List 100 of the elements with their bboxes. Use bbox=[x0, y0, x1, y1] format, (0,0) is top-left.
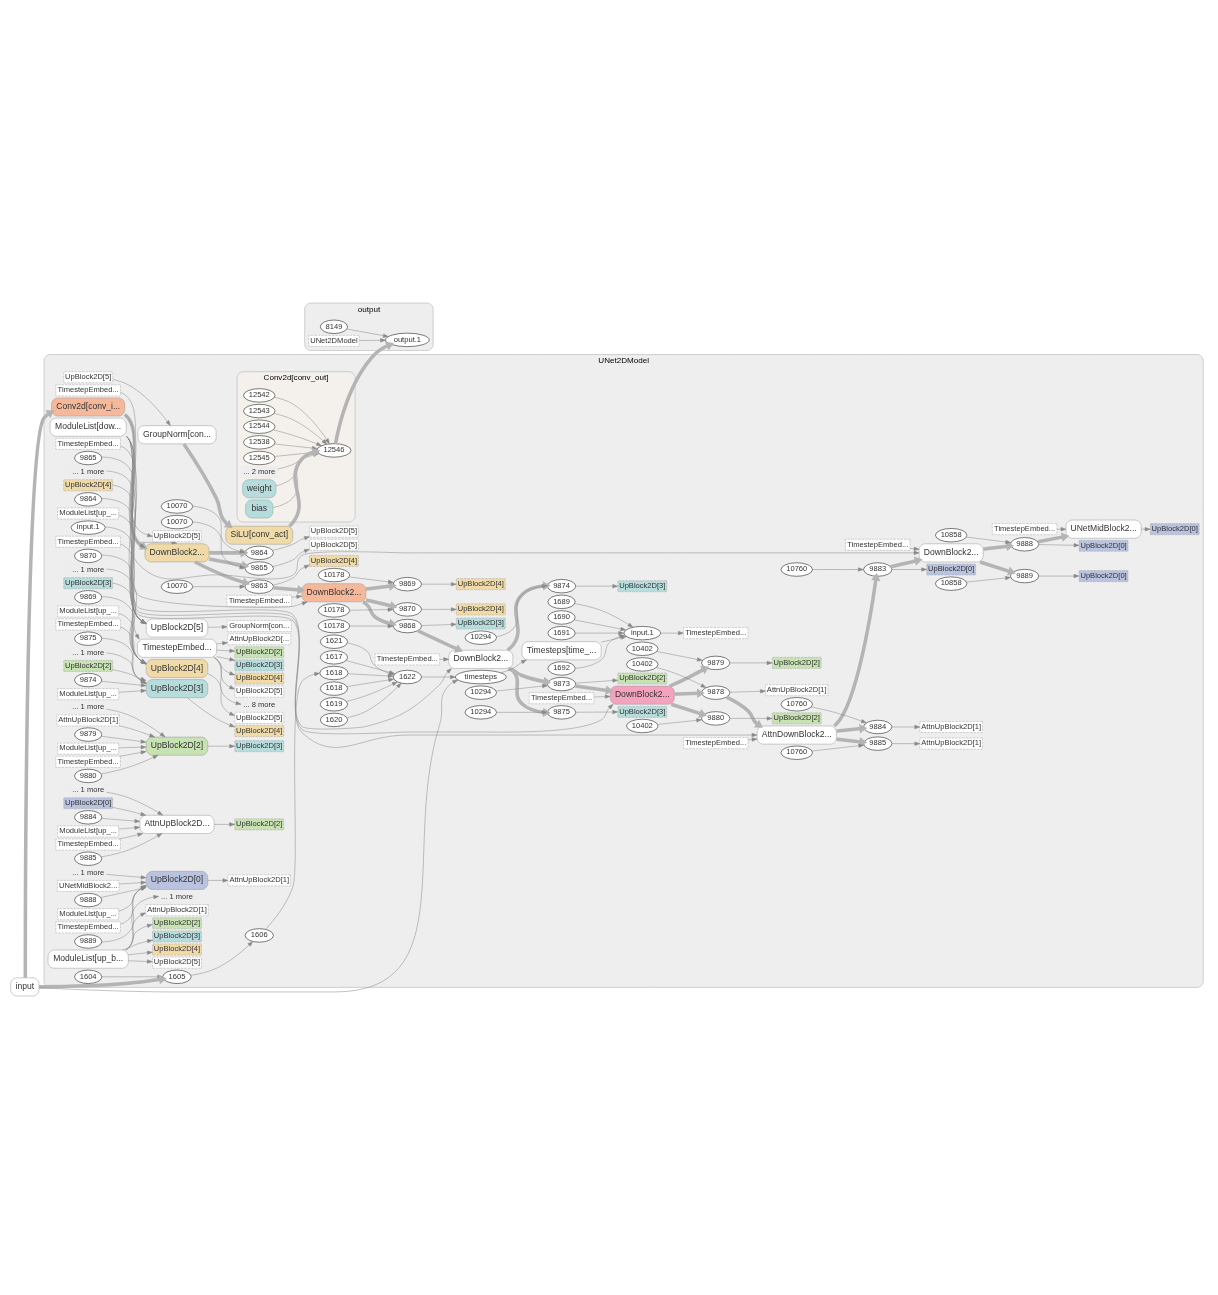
arrow bbox=[118, 880, 147, 885]
arrow bbox=[496, 584, 548, 637]
arrow bbox=[836, 737, 868, 747]
arrow bbox=[365, 598, 398, 611]
arrow bbox=[657, 718, 702, 725]
arrow bbox=[101, 736, 147, 744]
arrow bbox=[656, 667, 707, 688]
arrow bbox=[187, 697, 235, 728]
arrow bbox=[207, 878, 229, 883]
node-box: DownBlock2... bbox=[610, 685, 675, 705]
arrow bbox=[909, 546, 920, 551]
arrow bbox=[112, 484, 147, 624]
arrow bbox=[1038, 574, 1080, 579]
arrow bbox=[272, 549, 310, 567]
node-box: UpBlock2D[3] bbox=[145, 679, 209, 698]
arrow bbox=[216, 641, 228, 646]
arrow bbox=[333, 341, 394, 444]
arrow bbox=[674, 688, 705, 698]
arrow bbox=[421, 582, 457, 587]
arrow bbox=[106, 470, 147, 624]
arrow bbox=[208, 557, 250, 570]
arrow bbox=[23, 410, 55, 978]
arrow bbox=[122, 939, 153, 951]
arrow bbox=[118, 688, 147, 693]
arrow bbox=[101, 554, 147, 665]
node-box: SiLU[conv_act] bbox=[225, 525, 294, 545]
arrow bbox=[125, 923, 153, 951]
arrow bbox=[272, 536, 310, 551]
arrow bbox=[747, 737, 758, 742]
arrow bbox=[265, 672, 320, 930]
arrow bbox=[194, 560, 251, 587]
arrow bbox=[118, 886, 147, 912]
arrow bbox=[101, 681, 147, 688]
arrow bbox=[421, 622, 457, 627]
arrow bbox=[349, 624, 394, 629]
arrow bbox=[120, 543, 147, 665]
arrow bbox=[274, 397, 330, 444]
arrow bbox=[891, 567, 927, 572]
arrow bbox=[214, 657, 242, 706]
arrow bbox=[421, 675, 456, 680]
arrow bbox=[192, 521, 246, 569]
arrow bbox=[101, 456, 147, 624]
arrow bbox=[417, 629, 463, 653]
arrow bbox=[101, 596, 147, 664]
node-box: ModuleList[up_b... bbox=[47, 949, 129, 969]
arrow bbox=[1056, 527, 1067, 532]
arrow bbox=[101, 755, 159, 775]
arrow bbox=[128, 950, 153, 956]
arrow bbox=[983, 541, 1014, 552]
arrow bbox=[593, 694, 611, 699]
node-box: UpBlock2D[0] bbox=[145, 871, 209, 890]
arrow bbox=[216, 656, 235, 662]
arrow bbox=[101, 833, 163, 858]
arrow bbox=[575, 584, 618, 589]
arrow bbox=[209, 548, 249, 558]
node-box: ModuleList[dow... bbox=[49, 417, 127, 437]
arrow bbox=[192, 584, 246, 589]
arrow bbox=[575, 631, 624, 636]
arrow bbox=[348, 673, 394, 678]
arrow bbox=[421, 607, 457, 612]
arrow bbox=[575, 684, 614, 695]
arrow bbox=[273, 585, 306, 595]
arrow bbox=[216, 648, 235, 653]
arrow bbox=[128, 959, 153, 964]
arrow bbox=[575, 678, 619, 684]
arrow bbox=[729, 660, 773, 665]
arrow bbox=[120, 885, 147, 925]
arrow bbox=[106, 568, 147, 665]
arrow bbox=[126, 436, 146, 548]
node-box: GroupNorm[con... bbox=[137, 425, 217, 445]
node-box: UpBlock2D[4] bbox=[145, 659, 209, 678]
arrow bbox=[106, 708, 166, 738]
arrow bbox=[119, 750, 147, 757]
arrow bbox=[106, 874, 147, 880]
arrow bbox=[125, 912, 146, 951]
arrow bbox=[1140, 527, 1151, 532]
arrow bbox=[668, 666, 710, 688]
arrow bbox=[836, 724, 868, 734]
arrow bbox=[190, 941, 254, 976]
arrow bbox=[118, 825, 141, 830]
arrow bbox=[213, 657, 235, 676]
arrow bbox=[101, 498, 147, 624]
arrow bbox=[811, 743, 865, 752]
arrow bbox=[575, 634, 625, 669]
arrow bbox=[507, 666, 552, 686]
node-box: AttnUpBlock2D... bbox=[139, 815, 215, 834]
arrow bbox=[346, 682, 402, 719]
node-box: TimestepEmbed... bbox=[137, 638, 217, 658]
arrow bbox=[359, 338, 386, 343]
arrow bbox=[118, 514, 147, 624]
arrow bbox=[272, 429, 322, 446]
arrow bbox=[346, 677, 394, 687]
node-box: input bbox=[10, 977, 40, 997]
arrow bbox=[112, 582, 147, 665]
arrow bbox=[660, 631, 684, 636]
arrow bbox=[101, 885, 147, 943]
arrow bbox=[574, 603, 634, 628]
arrow bbox=[500, 659, 527, 674]
node-box: Timesteps[time_... bbox=[521, 641, 602, 661]
node-box: AttnDownBlock2... bbox=[756, 725, 837, 745]
